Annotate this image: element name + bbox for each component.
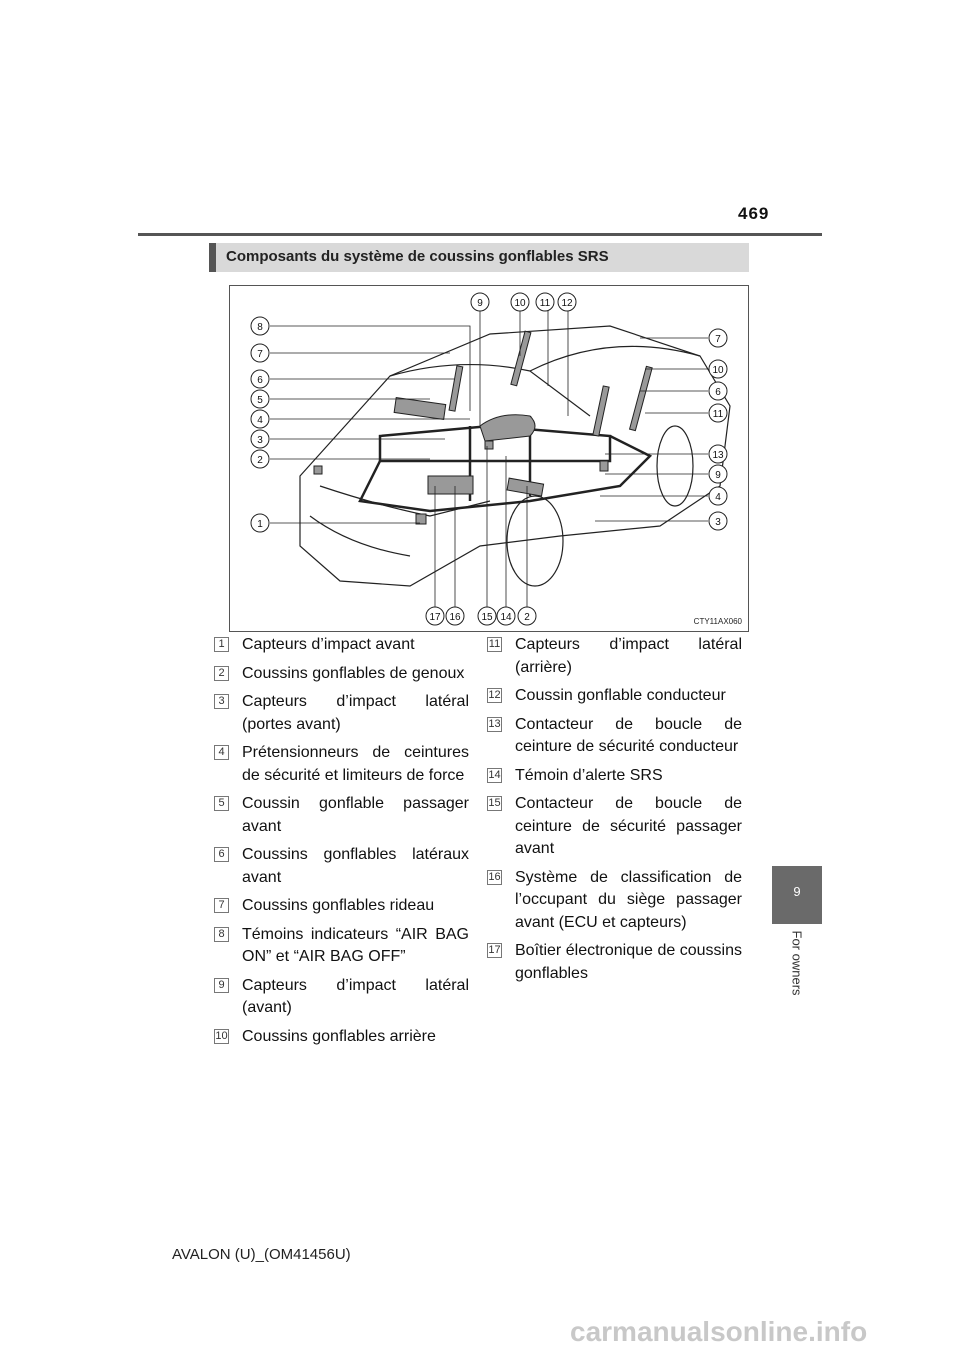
legend-item: 3 Capteurs d’impact latéral (portes avant… (213, 691, 469, 736)
legend-text: Contacteur de boucle de ceinture de sécu… (515, 715, 742, 756)
legend-item: 4 Prétensionneurs de ceintures de sécurit… (213, 742, 469, 787)
callout-left-1: 8 (257, 322, 263, 333)
watermark: carmanualsonline.info (570, 1316, 868, 1347)
callout-right-8: 3 (715, 517, 721, 528)
callout-top-4: 12 (561, 298, 573, 309)
legend-number: 13 (487, 716, 502, 732)
legend-number: 4 (214, 745, 229, 760)
legend-number: 14 (487, 767, 502, 783)
legend-number: 15 (487, 796, 502, 811)
legend-item: 10 Coussins gonflables arrière (213, 1026, 469, 1049)
legend-text: Coussin gonflable passager avant (242, 795, 469, 835)
legend-item: 16 Système de classification de l’occupan… (486, 867, 742, 935)
airbag-diagram: 8 7 6 5 4 3 2 1 7 10 6 11 13 9 4 3 9 10 … (229, 285, 749, 632)
car-illustration: 8 7 6 5 4 3 2 1 7 10 6 11 13 9 4 3 9 10 … (250, 292, 731, 626)
legend-item: 14 Témoin d’alerte SRS (486, 765, 742, 788)
footer-model-code: AVALON (U)_(OM41456U) (172, 1246, 351, 1263)
legend-text: Témoin d’alerte SRS (515, 766, 663, 784)
legend-right: 11 Capteurs d’impact latéral (arrière) 12… (486, 634, 742, 991)
callout-right-7: 4 (715, 492, 721, 503)
legend-number: 7 (214, 898, 229, 913)
legend-item: 1 Capteurs d’impact avant (213, 634, 469, 657)
legend-item: 9 Capteurs d’impact latéral (avant) (213, 975, 469, 1020)
legend-number: 16 (487, 869, 502, 885)
callout-top-3: 11 (540, 298, 551, 309)
legend-text: Coussins gonflables latéraux avant (242, 846, 469, 886)
legend-number: 5 (214, 796, 229, 811)
legend-text: Capteurs d’impact avant (242, 636, 415, 653)
legend-number: 3 (214, 694, 229, 709)
legend-number: 12 (487, 688, 502, 703)
callout-bottom-5: 2 (524, 612, 530, 623)
chapter-tab: 9 (772, 866, 822, 924)
legend-number: 9 (214, 977, 229, 993)
callout-left-5: 4 (257, 415, 263, 426)
callout-top-1: 9 (477, 298, 483, 309)
legend-number: 8 (214, 926, 229, 942)
legend-item: 2 Coussins gonflables de genoux (213, 663, 469, 686)
callout-left-2: 7 (257, 349, 263, 360)
callout-right-5: 13 (712, 450, 724, 461)
callout-left-6: 3 (257, 435, 263, 446)
legend-item: 17 Boîtier électronique de coussins gonfl… (486, 940, 742, 985)
section-header: Composants du système de coussins gonfla… (209, 243, 749, 272)
chapter-label-text: For owners (789, 930, 805, 996)
legend-item: 6 Coussins gonflables latéraux avant (213, 844, 469, 889)
callout-bottom-1: 17 (429, 612, 441, 623)
legend-item: 13 Contacteur de boucle de ceinture de sé… (486, 714, 742, 759)
legend-number: 11 (487, 637, 502, 652)
legend-text: Capteurs d’impact latéral (portes avant) (242, 693, 469, 733)
legend-text: Capteurs d’impact latéral (avant) (242, 976, 469, 1017)
legend-text: Coussins gonflables arrière (242, 1027, 436, 1045)
callout-right-6: 9 (715, 470, 721, 481)
legend-text: Coussin gonflable conducteur (515, 687, 726, 704)
legend-number: 10 (214, 1028, 229, 1044)
legend-number: 17 (487, 943, 502, 958)
callout-right-4: 11 (713, 409, 724, 420)
legend-text: Prétensionneurs de ceintures de sécurité… (242, 744, 469, 784)
chapter-label: For owners (789, 930, 805, 1000)
legend-text: Système de classification de l’occupant … (515, 868, 742, 931)
callout-top-2: 10 (514, 298, 526, 309)
legend-text: Coussins gonflables de genoux (242, 664, 465, 682)
legend-item: 8 Témoins indicateurs “AIR BAG ON” et “AI… (213, 924, 469, 969)
callout-right-3: 6 (715, 387, 721, 398)
legend-text: Capteurs d’impact latéral (arrière) (515, 636, 742, 676)
section-title: Composants du système de coussins gonfla… (226, 248, 609, 265)
callout-bottom-3: 15 (481, 612, 493, 623)
page-number: 469 (738, 204, 770, 223)
callout-bottom-2: 16 (449, 612, 461, 623)
callout-right-2: 10 (712, 365, 724, 376)
legend-number: 1 (214, 637, 229, 652)
callout-left-7: 2 (257, 455, 263, 466)
callout-bottom-4: 14 (500, 612, 512, 623)
legend-item: 12 Coussin gonflable conducteur (486, 685, 742, 708)
legend-item: 7 Coussins gonflables rideau (213, 895, 469, 918)
legend-text: Boîtier électronique de coussins gonflab… (515, 942, 742, 982)
callout-left-4: 5 (257, 395, 263, 406)
legend-text: Contacteur de boucle de ceinture de sécu… (515, 795, 742, 857)
callout-left-8: 1 (257, 519, 263, 530)
legend-item: 11 Capteurs d’impact latéral (arrière) (486, 634, 742, 679)
legend-number: 6 (214, 847, 229, 862)
legend-item: 5 Coussin gonflable passager avant (213, 793, 469, 838)
header-rule (138, 233, 822, 236)
callout-left-3: 6 (257, 375, 263, 386)
legend-item: 15 Contacteur de boucle de ceinture de sé… (486, 793, 742, 861)
chapter-number: 9 (793, 884, 801, 899)
legend-number: 2 (214, 665, 229, 681)
callout-right-1: 7 (715, 334, 721, 345)
legend-text: Témoins indicateurs “AIR BAG ON” et “AIR… (242, 925, 469, 966)
legend-text: Coussins gonflables rideau (242, 897, 435, 914)
figure-code: CTY11AX060 (693, 617, 742, 626)
